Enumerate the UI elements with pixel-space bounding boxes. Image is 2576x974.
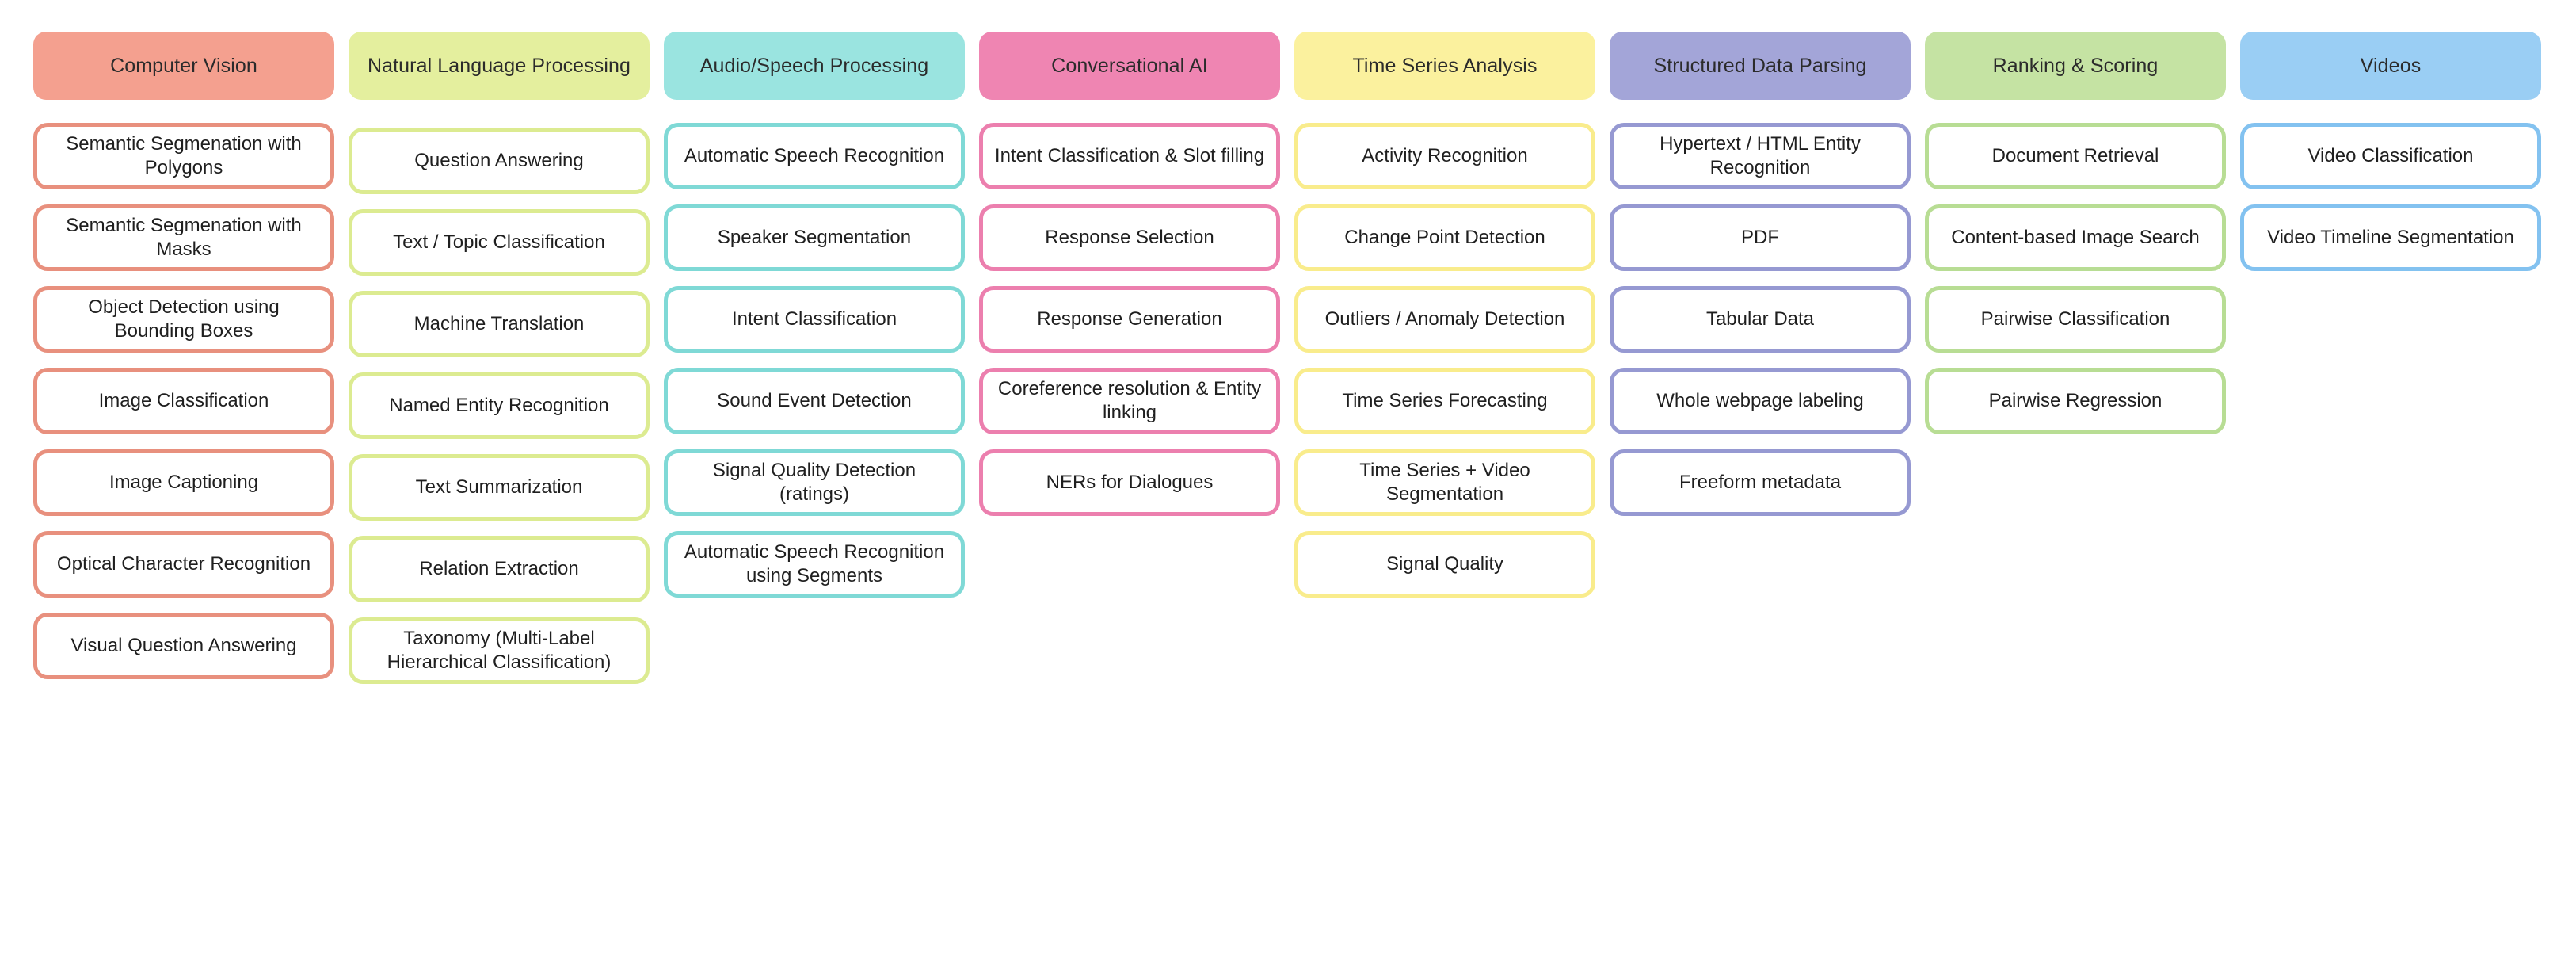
task-card[interactable]: Taxonomy (Multi-Label Hierarchical Class…	[349, 617, 650, 684]
category-header-computer-vision[interactable]: Computer Vision	[33, 32, 334, 100]
task-card[interactable]: Outliers / Anomaly Detection	[1294, 286, 1595, 353]
category-header-ranking-and-scoring[interactable]: Ranking & Scoring	[1925, 32, 2226, 100]
task-card[interactable]: Sound Event Detection	[664, 368, 965, 434]
task-card[interactable]: Change Point Detection	[1294, 204, 1595, 271]
task-card[interactable]: Time Series Forecasting	[1294, 368, 1595, 434]
task-card[interactable]: Visual Question Answering	[33, 613, 334, 679]
task-card[interactable]: Signal Quality	[1294, 531, 1595, 598]
task-card[interactable]: Question Answering	[349, 128, 650, 194]
task-card[interactable]: Automatic Speech Recognition	[664, 123, 965, 189]
task-card[interactable]: Image Classification	[33, 368, 334, 434]
task-card[interactable]: Whole webpage labeling	[1610, 368, 1911, 434]
task-card[interactable]: Text / Topic Classification	[349, 209, 650, 276]
task-card[interactable]: Hypertext / HTML Entity Recognition	[1610, 123, 1911, 189]
category-header-audio-speech-processing[interactable]: Audio/Speech Processing	[664, 32, 965, 100]
task-card[interactable]: Object Detection using Bounding Boxes	[33, 286, 334, 353]
category-column-conversational-ai: Conversational AI Intent Classification &…	[979, 32, 1280, 531]
category-header-natural-language-processing[interactable]: Natural Language Processing	[349, 32, 650, 100]
task-card[interactable]: Intent Classification	[664, 286, 965, 353]
task-card[interactable]: Pairwise Classification	[1925, 286, 2226, 353]
task-card[interactable]: Speaker Segmentation	[664, 204, 965, 271]
task-card[interactable]: Machine Translation	[349, 291, 650, 357]
task-card[interactable]: PDF	[1610, 204, 1911, 271]
task-card[interactable]: Activity Recognition	[1294, 123, 1595, 189]
task-card[interactable]: Image Captioning	[33, 449, 334, 516]
task-card[interactable]: Text Summarization	[349, 454, 650, 521]
task-card[interactable]: Semantic Segmenation with Masks	[33, 204, 334, 271]
task-card[interactable]: Named Entity Recognition	[349, 372, 650, 439]
task-card[interactable]: NERs for Dialogues	[979, 449, 1280, 516]
task-card[interactable]: Response Generation	[979, 286, 1280, 353]
task-card[interactable]: Optical Character Recognition	[33, 531, 334, 598]
category-header-time-series-analysis[interactable]: Time Series Analysis	[1294, 32, 1595, 100]
task-card[interactable]: Video Classification	[2240, 123, 2541, 189]
task-card[interactable]: Signal Quality Detection (ratings)	[664, 449, 965, 516]
task-card[interactable]: Coreference resolution & Entity linking	[979, 368, 1280, 434]
task-card[interactable]: Semantic Segmenation with Polygons	[33, 123, 334, 189]
task-card[interactable]: Time Series + Video Segmentation	[1294, 449, 1595, 516]
task-card[interactable]: Document Retrieval	[1925, 123, 2226, 189]
category-header-conversational-ai[interactable]: Conversational AI	[979, 32, 1280, 100]
task-card[interactable]: Content-based Image Search	[1925, 204, 2226, 271]
task-card[interactable]: Automatic Speech Recognition using Segme…	[664, 531, 965, 598]
task-card[interactable]: Response Selection	[979, 204, 1280, 271]
task-card[interactable]: Pairwise Regression	[1925, 368, 2226, 434]
task-card[interactable]: Video Timeline Segmentation	[2240, 204, 2541, 271]
task-card[interactable]: Freeform metadata	[1610, 449, 1911, 516]
category-header-videos[interactable]: Videos	[2240, 32, 2541, 100]
task-card[interactable]: Tabular Data	[1610, 286, 1911, 353]
task-card[interactable]: Relation Extraction	[349, 536, 650, 602]
task-card[interactable]: Intent Classification & Slot filling	[979, 123, 1280, 189]
category-header-structured-data-parsing[interactable]: Structured Data Parsing	[1610, 32, 1911, 100]
